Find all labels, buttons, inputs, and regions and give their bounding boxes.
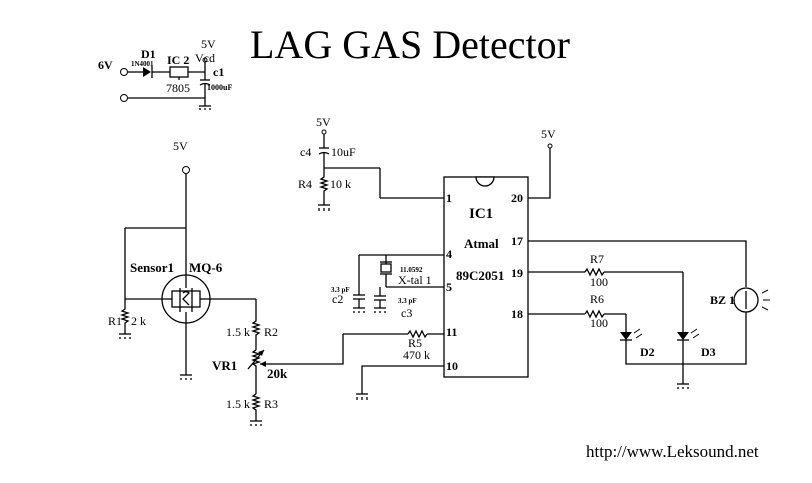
sensor-part-label: MQ-6 <box>189 260 223 275</box>
pin-11-label: 11 <box>446 325 457 339</box>
pin-1-label: 1 <box>446 191 452 205</box>
c4-vcc-terminal <box>321 129 327 135</box>
crystal-section: 11.0592 X-tal 1 3.3 pF c2 3.3 pF c3 <box>331 254 444 320</box>
ground-symbol-r3 <box>250 420 262 426</box>
c4-ref-label: c4 <box>300 145 311 159</box>
ground-symbol-sensor <box>180 374 192 380</box>
ground-terminal <box>120 94 128 102</box>
d2-ref-label: D2 <box>640 345 655 359</box>
led-d2 <box>620 328 643 341</box>
vr1-ref-label: VR1 <box>212 358 237 373</box>
c3-ref-label: c3 <box>401 306 412 320</box>
r5-ref-label: R5 <box>408 336 422 350</box>
r2-ref-label: R2 <box>264 325 278 339</box>
r4-ref-label: R4 <box>298 177 312 191</box>
pin-18-label: 18 <box>511 307 523 321</box>
vcc-right-terminal <box>547 143 553 149</box>
vr1-value-label: 20k <box>267 366 288 381</box>
capacitor-c1 <box>199 79 211 98</box>
sensor-vcc-label: 5V <box>173 139 188 153</box>
ground-symbol-pin10 <box>356 393 368 400</box>
pin-5-label: 5 <box>446 280 452 294</box>
r3-value-label: 1.5 k <box>226 397 250 411</box>
r5-value-label: 470 k <box>403 348 430 362</box>
output-section: BZ 1 R7 100 D3 R6 100 <box>528 240 770 389</box>
resistor-r2 <box>250 299 262 350</box>
ground-symbol-output <box>677 383 689 389</box>
mcu-ic1: IC1 Atmal 89C2051 1 4 5 11 10 20 17 19 1… <box>443 176 529 378</box>
vcc-right-label: 5V <box>541 127 556 141</box>
ground-symbol-c2 <box>353 307 365 313</box>
led-d3 <box>677 328 700 341</box>
pin-19-label: 19 <box>511 266 523 280</box>
xtal-ref-label: X-tal 1 <box>398 273 432 287</box>
input-voltage-label: 6V <box>98 58 113 72</box>
bz1-ref-label: BZ 1 <box>710 293 735 307</box>
r6-value-label: 100 <box>590 316 608 330</box>
r2-value-label: 1.5 k <box>226 325 250 339</box>
vcd-net-label: Vcd <box>195 51 215 65</box>
diagram-title: LAG GAS Detector <box>250 22 570 67</box>
r1-value-label: 2 k <box>131 314 146 328</box>
input-6v-terminal <box>120 68 128 76</box>
pin-4-label: 4 <box>446 247 452 261</box>
r7-value-label: 100 <box>590 275 608 289</box>
vcd-voltage-label: 5V <box>201 37 216 51</box>
resistor-r3 <box>250 393 262 421</box>
pin-10-label: 10 <box>446 359 458 373</box>
divider-section: 1.5 k R2 VR1 20k 1.5 k R3 <box>212 299 288 426</box>
website-url: http://www.Leksound.net <box>586 442 759 461</box>
crystal-x-tal1 <box>380 263 392 273</box>
mcu-part-label: 89C2051 <box>456 268 504 283</box>
c3-value-label: 3.3 pF <box>398 297 417 305</box>
c2-ref-label: c2 <box>332 292 343 306</box>
c1-value-label: 1000uF <box>207 83 232 92</box>
mcu-vendor-label: Atmal <box>464 236 499 251</box>
c1-ref-label: c1 <box>213 65 224 79</box>
c4-voltage-label: 5V <box>316 115 331 129</box>
r3-ref-label: R3 <box>264 397 278 411</box>
mcu-ref-label: IC1 <box>469 206 493 222</box>
power-supply-section: 6V D1 1N4001 IC 2 7805 5V Vcd c1 1000uF <box>98 37 232 110</box>
c4-value-label: 10uF <box>331 145 356 159</box>
ground-symbol-r1 <box>119 333 131 339</box>
ground-symbol-ps <box>199 98 211 110</box>
r1-ref-label: R1 <box>108 314 122 328</box>
d3-ref-label: D3 <box>701 345 716 359</box>
sensor-vcc-terminal <box>182 166 190 174</box>
mq6-heater-element <box>171 290 201 308</box>
resistor-r4 <box>318 168 330 205</box>
resistor-r1 <box>119 299 131 334</box>
reset-section: 5V c4 10uF R4 10 k <box>298 115 444 211</box>
r4-value-label: 10 k <box>330 177 351 191</box>
r7-ref-label: R7 <box>590 252 604 266</box>
r6-ref-label: R6 <box>590 292 604 306</box>
d1-part-label: 1N4001 <box>131 60 154 68</box>
regulator-ic2 <box>169 66 189 78</box>
pin-17-label: 17 <box>511 234 523 248</box>
xtal-freq-label: 11.0592 <box>400 266 423 274</box>
capacitor-c4 <box>318 147 330 155</box>
pin-20-label: 20 <box>511 191 523 205</box>
ground-symbol-c3 <box>374 307 386 313</box>
sensor-section: 5V Sensor1 MQ-6 R1 2 k <box>108 139 256 380</box>
ic2-part-label: 7805 <box>166 81 190 95</box>
r5-section: R5 470 k <box>272 329 444 365</box>
sensor-ref-label: Sensor1 <box>130 260 174 275</box>
ground-symbol-r4 <box>318 204 330 211</box>
d1-ref-label: D1 <box>141 47 156 61</box>
ic2-ref-label: IC 2 <box>167 53 189 67</box>
vcd-terminal <box>202 57 208 63</box>
c2-value-label: 3.3 pF <box>331 286 350 294</box>
mcu-notch <box>475 176 495 187</box>
